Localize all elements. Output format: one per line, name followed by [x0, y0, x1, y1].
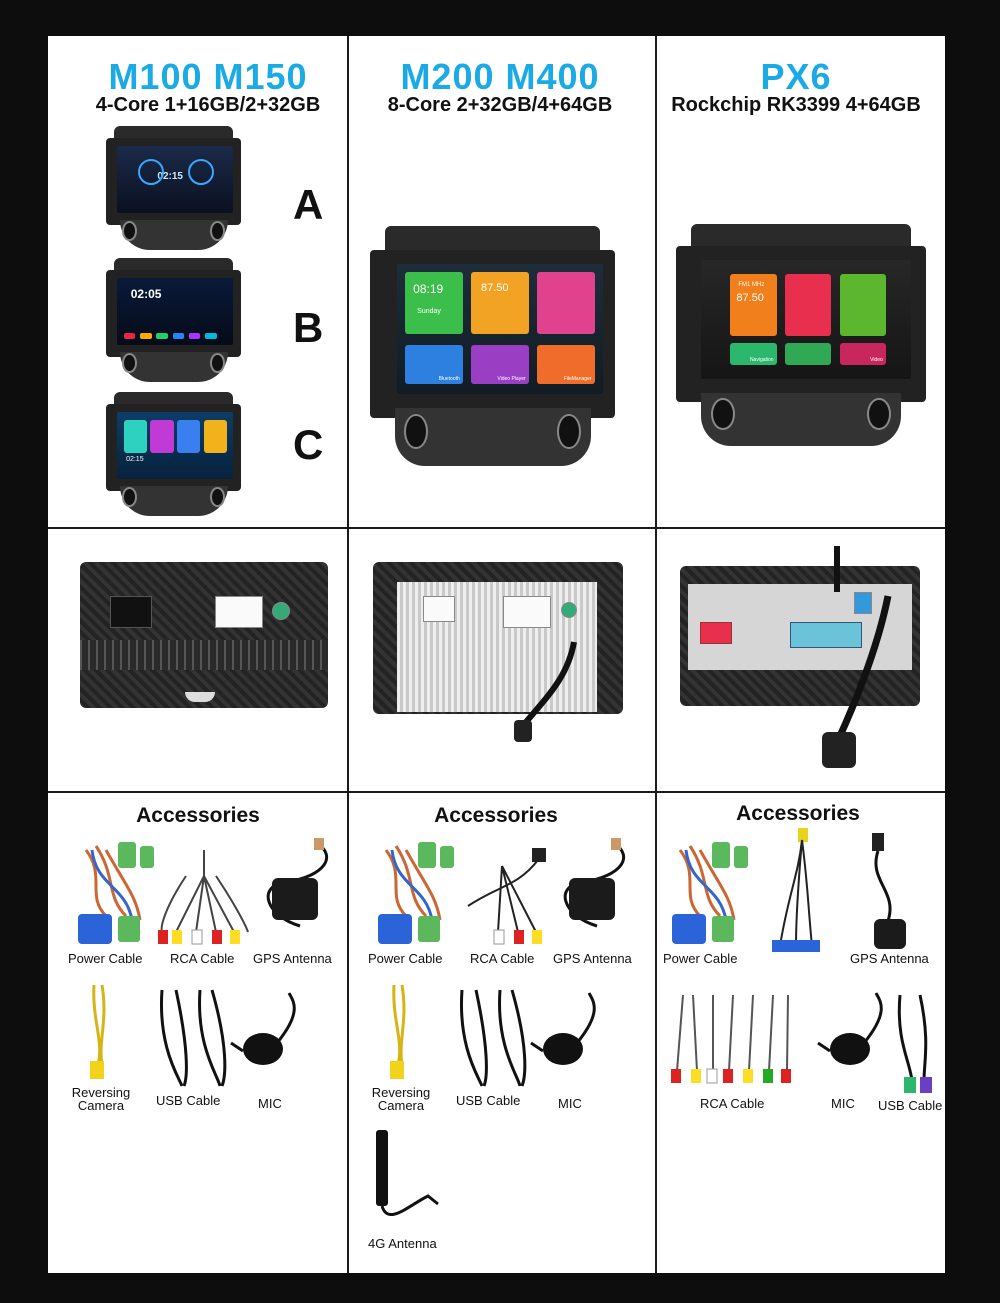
head-unit-image: 02:15 [106, 126, 241, 250]
rca-cable-icon [671, 994, 791, 1084]
accessory-label: MIC [831, 1096, 855, 1111]
accessory-label: MIC [258, 1096, 282, 1111]
screen-app-label: Video [870, 357, 883, 364]
model-spec: 8-Core 2+32GB/4+64GB [387, 94, 613, 116]
column-divider [655, 36, 657, 1273]
row-divider [48, 791, 945, 793]
screen-radio: 87.50 [736, 291, 764, 304]
comparison-sheet: M100 M150 4-Core 1+16GB/2+32GB M200 M400… [48, 36, 945, 1273]
screen-app-label: Video Player [497, 375, 526, 382]
model-title: M100 M150 [108, 56, 308, 97]
column-divider [347, 36, 349, 1273]
rca-cable-icon [467, 848, 546, 945]
accessory-label: Power Cable [663, 951, 738, 966]
usb-cable-icon [159, 989, 227, 1087]
4g-antenna-icon [376, 1130, 439, 1217]
accessories-title: Accessories [434, 804, 558, 827]
accessory-label: GPS Antenna [253, 951, 332, 966]
accessory-label: USB Cable [156, 1093, 221, 1108]
usb-cable-icon [897, 994, 932, 1093]
accessory-label: GPS Antenna [553, 951, 632, 966]
screen-radio: 87.50 [481, 282, 509, 295]
accessories-title: Accessories [736, 802, 860, 825]
gps-antenna-icon [563, 838, 626, 928]
row-divider [48, 527, 945, 529]
reversing-camera-cable-icon [90, 984, 106, 1079]
gps-antenna-icon [266, 838, 329, 928]
power-cable-icon [78, 842, 154, 944]
screen-clock: 02:05 [130, 287, 162, 302]
unit-back-image [373, 562, 623, 714]
accessory-label: Power Cable [368, 951, 443, 966]
screen-app-label: Bluetooth [438, 375, 460, 382]
screen-clock: 08:19 [413, 282, 444, 297]
head-unit-image: 02:05 [106, 258, 241, 382]
accessories-title: Accessories [136, 804, 260, 827]
variant-label: B [293, 304, 324, 351]
head-unit-image: FM1 MHz 87.50 Navigation Video [676, 224, 926, 446]
gps-antenna-icon [872, 833, 906, 949]
head-unit-image: 02:15 [106, 392, 241, 516]
accessory-label: GPS Antenna [850, 951, 929, 966]
unit-back-image [80, 562, 328, 708]
mic-icon [530, 992, 596, 1065]
mic-icon [817, 992, 883, 1065]
model-title: PX6 [760, 56, 832, 97]
accessory-label: Power Cable [68, 951, 143, 966]
screen-clock: 02:15 [126, 456, 144, 464]
accessory-label: 4G Antenna [368, 1236, 437, 1251]
screen-app-label: Navigation [749, 357, 774, 364]
antenna-cable-icon [822, 546, 892, 768]
variant-label: A [293, 181, 324, 228]
accessory-label: RCA Cable [700, 1096, 765, 1111]
head-unit-image: 08:19 Sunday 87.50 Bluetooth Video Playe… [370, 226, 615, 466]
rca-cable-icon [158, 850, 249, 945]
power-cable-icon [378, 842, 454, 944]
model-spec: Rockchip RK3399 4+64GB [671, 94, 921, 116]
model-title: M200 M400 [400, 56, 600, 97]
screen-day: Sunday [417, 308, 441, 316]
accessory-label: USB Cable [456, 1093, 521, 1108]
accessory-label: Reversing Camera [371, 1085, 431, 1113]
usb-cable-icon [459, 989, 527, 1087]
accessory-label: RCA Cable [470, 951, 535, 966]
accessory-label: RCA Cable [170, 951, 235, 966]
screen-clock: 02:15 [157, 171, 183, 183]
screen-app-label: FileManager [563, 375, 592, 382]
cable-icon [514, 641, 577, 742]
wire-harness-icon [772, 828, 820, 952]
accessory-label: Reversing Camera [71, 1085, 131, 1113]
variant-label: C [293, 421, 324, 468]
mic-icon [230, 992, 296, 1065]
power-cable-icon [672, 842, 748, 944]
accessory-label: MIC [558, 1096, 582, 1111]
screen-radio-band: FM1 MHz [738, 281, 765, 288]
accessory-label: USB Cable [878, 1098, 943, 1113]
model-spec: 4-Core 1+16GB/2+32GB [95, 94, 321, 116]
reversing-camera-cable-icon [390, 984, 406, 1079]
